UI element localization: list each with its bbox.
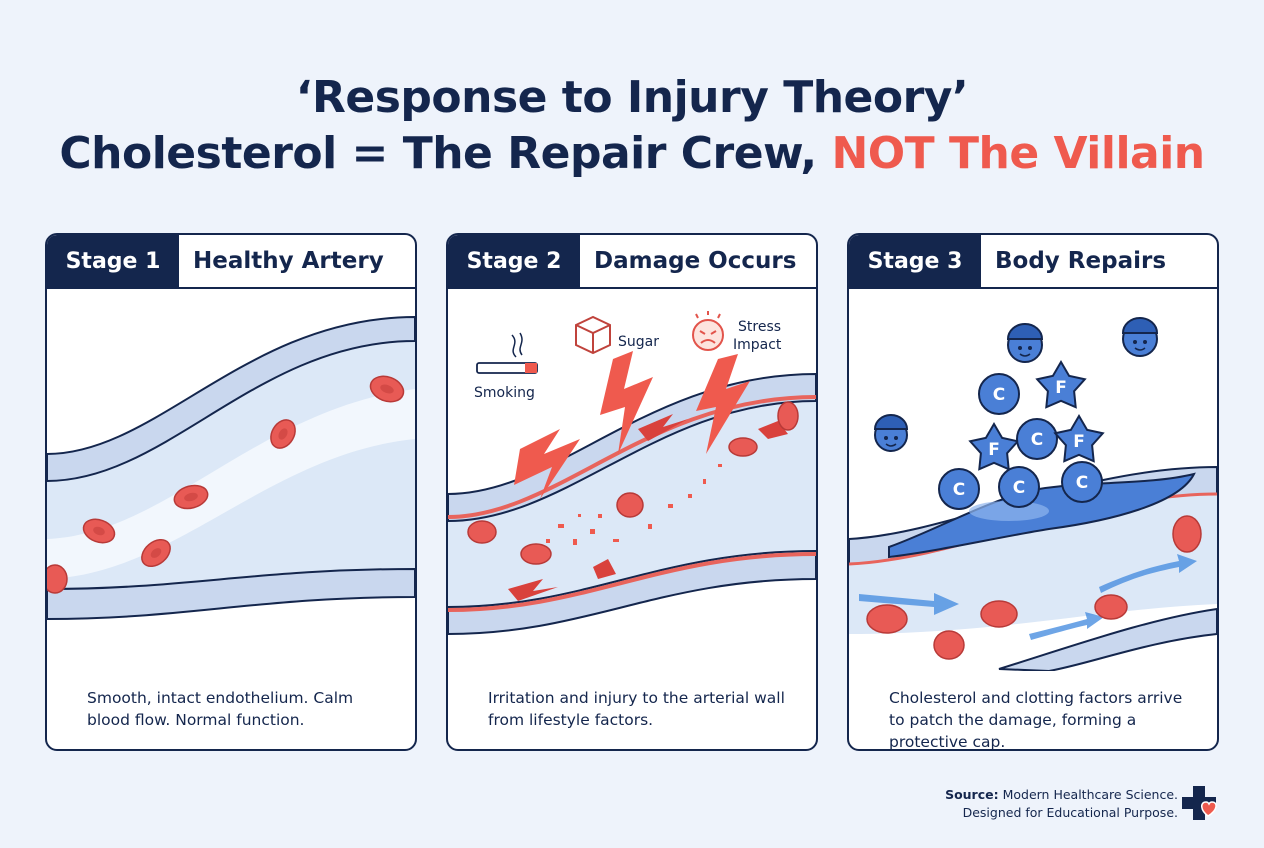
cigarette-icon (476, 332, 538, 374)
hardhat-worker-icon (1006, 323, 1044, 363)
factor-label-stress: Stress (738, 319, 781, 335)
panel-caption: Smooth, intact endothelium. Calm blood f… (87, 689, 354, 729)
blood-cell (1172, 515, 1202, 553)
panel-stage-2: Stage 2 Damage Occurs (446, 233, 818, 751)
stage-tag: Stage 1 (47, 235, 179, 287)
lightning-bolt-icon (514, 351, 750, 499)
vessel-flow-highlight (47, 389, 415, 579)
vessel-lower-wall (47, 567, 415, 621)
source-line-2: Designed for Educational Purpose. (962, 805, 1178, 820)
blood-cell (728, 437, 758, 457)
molecule-label: F (988, 440, 1000, 460)
stage-tag: Stage 3 (849, 235, 981, 287)
cholesterol-molecule (1016, 418, 1058, 460)
cholesterol-molecule (998, 466, 1040, 508)
blood-cell (467, 520, 497, 544)
sugar-cube-icon (575, 315, 611, 355)
stressed-face-icon (692, 311, 724, 351)
panel-header: Stage 3 Body Repairs (849, 235, 1217, 289)
cholesterol-molecule (938, 468, 980, 510)
cholesterol-molecule (978, 373, 1020, 415)
blood-cell-centers (93, 384, 394, 558)
panel-caption: Irritation and injury to the arterial wa… (488, 689, 785, 729)
source-text: Modern Healthcare Science. (998, 787, 1178, 802)
red-blood-cells (467, 401, 799, 565)
molecule-label: F (1055, 378, 1067, 398)
healthy-artery-illustration (47, 315, 415, 621)
source-line: Source: Modern Healthcare Science. (945, 786, 1178, 804)
title-line-2-main: Cholesterol = The Repair Crew, (59, 128, 832, 179)
title-line-1: ‘Response to Injury Theory’ (295, 72, 969, 123)
clotting-factor-star (1035, 360, 1087, 409)
clotting-factor-star (1053, 414, 1105, 463)
molecule-label: C (993, 385, 1005, 405)
vessel-lower-wall (448, 549, 816, 636)
blood-cell (980, 600, 1018, 628)
factor-label-smoking: Smoking (474, 385, 535, 401)
blood-cell (616, 492, 644, 518)
molecule-label: F (1073, 432, 1085, 452)
panel-header: Stage 2 Damage Occurs (448, 235, 816, 289)
vessel-upper-wall (47, 315, 415, 483)
hardhat-worker-icon (873, 414, 909, 452)
source-footer: Source: Modern Healthcare Science. Desig… (945, 786, 1178, 822)
blood-cell (1094, 594, 1128, 620)
cholesterol-molecule (1061, 461, 1103, 503)
title-line-2-accent: NOT The Villain (831, 128, 1205, 179)
factor-label-impact: Impact (733, 337, 782, 353)
panel-header: Stage 1 Healthy Artery (47, 235, 415, 289)
panel-stage-1: Stage 1 Healthy Artery Smooth, intact en… (45, 233, 417, 751)
stage-title: Body Repairs (995, 248, 1167, 274)
vessel-upper-inflamed-edge (448, 395, 816, 519)
vessel-lower-inflamed-edge (448, 552, 816, 612)
hardhat-worker-icon (1121, 317, 1159, 357)
clotting-factor-star (968, 422, 1020, 471)
blood-cell (520, 543, 552, 565)
source-label: Source: (945, 787, 999, 802)
damaged-artery-illustration: Smoking Sugar Stress Impact (448, 311, 816, 636)
protective-cap-highlight (969, 501, 1049, 521)
molecule-label: C (1031, 430, 1043, 450)
blood-cell (777, 401, 799, 431)
blood-cell (47, 564, 68, 594)
molecule-label: C (1076, 473, 1088, 493)
factor-label-sugar: Sugar (618, 334, 659, 350)
red-blood-cells (866, 515, 1202, 660)
debris-particles (546, 464, 722, 545)
blood-cell (933, 630, 965, 660)
molecule-label: C (1013, 478, 1025, 498)
blood-cell (866, 604, 908, 634)
page-title: ‘Response to Injury Theory’ Cholesterol … (0, 70, 1264, 182)
stage-tag: Stage 2 (448, 235, 580, 287)
title-line-2: Cholesterol = The Repair Crew, NOT The V… (0, 126, 1264, 182)
vessel-lower-wall (998, 607, 1217, 671)
stage-title: Healthy Artery (193, 248, 384, 274)
stage-title: Damage Occurs (594, 248, 797, 274)
flow-arrow-icon (859, 554, 1197, 640)
panel-caption: Cholesterol and clotting factors arrive … (889, 689, 1183, 751)
medical-cross-heart-icon (1182, 786, 1217, 820)
molecule-label: C (953, 480, 965, 500)
